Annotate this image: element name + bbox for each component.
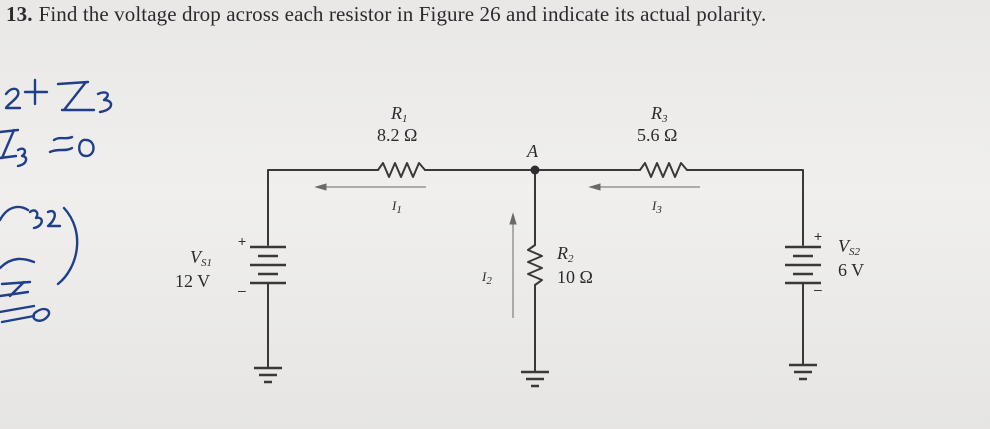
- question-number: 13.: [6, 2, 33, 26]
- ground-vs2: [789, 363, 817, 381]
- hw-3b: [16, 147, 28, 168]
- i2-arrow-head: [509, 212, 517, 225]
- r3-resistor: [639, 162, 688, 178]
- node-a-label: A: [527, 141, 538, 161]
- hw-seven: [0, 280, 32, 298]
- r3-value: 5.6 Ω: [637, 125, 678, 145]
- hw-eq: [48, 135, 74, 154]
- hw-82: [28, 209, 62, 230]
- node-a-dot: [530, 165, 540, 175]
- i1-label: I1: [392, 198, 402, 216]
- i3-arrow-head: [588, 183, 601, 191]
- r2-label: R2: [557, 243, 574, 265]
- hw-paren: [56, 206, 79, 286]
- hw-plus: [23, 78, 49, 106]
- vs2-minus: –: [814, 281, 822, 297]
- r2-resistor: [527, 244, 543, 286]
- hw-I2: [0, 128, 20, 160]
- vs2-value: 6 V: [838, 260, 865, 280]
- vs1-plus: +: [238, 233, 247, 249]
- hw-eq2: [0, 304, 36, 324]
- wire-top-right: [686, 169, 804, 246]
- vs2-battery: [785, 245, 821, 285]
- hw-zero2: [32, 307, 51, 322]
- i1-arrow-head: [314, 183, 327, 191]
- i2-label: I2: [482, 269, 492, 287]
- r1-value: 8.2 Ω: [377, 125, 418, 145]
- vs2-plus: +: [814, 228, 823, 244]
- question-13: 13.Find the voltage drop across each res…: [6, 2, 986, 27]
- hw-3: [96, 91, 113, 114]
- hw-two: [4, 87, 22, 110]
- wire-top-left: [267, 169, 379, 246]
- vs1-label: VS1: [190, 247, 212, 269]
- i3-label: I3: [652, 198, 662, 216]
- hw-I: [56, 80, 96, 112]
- hw-slash1: [0, 205, 30, 222]
- vs1-battery: [250, 245, 286, 285]
- r3-label: R3: [651, 103, 668, 125]
- vs1-minus: –: [238, 282, 246, 298]
- r1-resistor: [377, 162, 426, 178]
- ground-r2: [521, 370, 549, 388]
- hw-zero: [78, 138, 95, 158]
- r1-label: R1: [391, 103, 408, 125]
- vs1-value: 12 V: [175, 271, 211, 291]
- vs2-label: VS2: [838, 236, 860, 258]
- question-text: Find the voltage drop across each resist…: [38, 2, 767, 26]
- ground-vs1: [254, 366, 282, 384]
- handwritten-notes: [0, 78, 113, 324]
- r2-value: 10 Ω: [557, 267, 593, 287]
- hw-slash2: [0, 257, 36, 270]
